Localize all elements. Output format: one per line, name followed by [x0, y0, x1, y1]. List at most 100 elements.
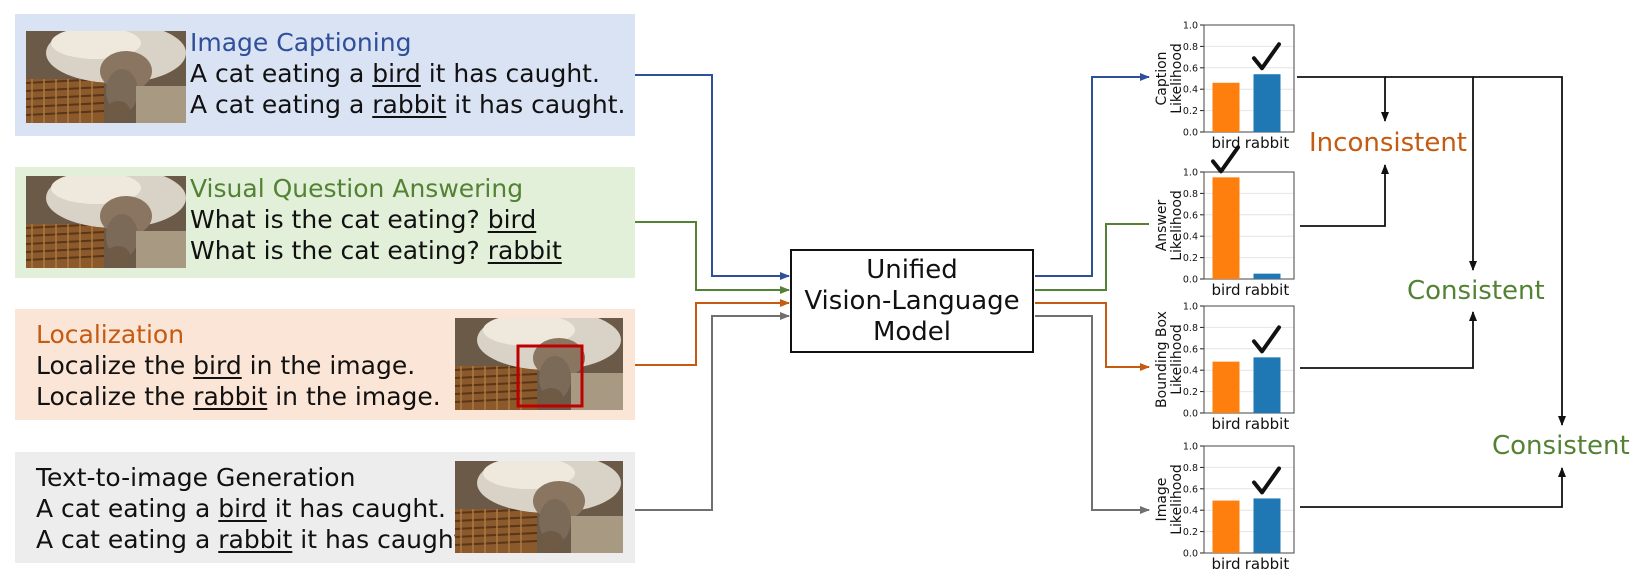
arrow-model-to-caption-chart [1035, 73, 1150, 277]
arrow-model-to-image-chart [1035, 315, 1150, 514]
bar-bird [1212, 177, 1240, 279]
y-axis-label: Caption [1154, 51, 1170, 105]
y-tick-label: 0.2 [1183, 527, 1198, 538]
y-tick-label: 0.8 [1183, 42, 1198, 53]
task-panel-vqa: Visual Question Answering What is the ca… [15, 167, 635, 278]
chart-frame [1203, 305, 1295, 414]
y-tick-label: 1.0 [1183, 168, 1198, 179]
answer-bird: bird [218, 494, 267, 523]
task-title: Text-to-image Generation [36, 463, 356, 492]
y-tick-label: 0.4 [1183, 366, 1198, 377]
bar-bird [1212, 82, 1240, 132]
y-tick-label: 0.6 [1183, 484, 1198, 495]
arrow-localization-to-model [635, 299, 790, 366]
answer-bird: bird [372, 59, 421, 88]
task-title: Visual Question Answering [190, 174, 524, 203]
y-tick-label: 0.2 [1183, 387, 1198, 398]
y-tick-label: 0.0 [1183, 275, 1198, 286]
localize-line-rabbit: Localize the rabbit in the image. [36, 382, 441, 411]
y-axis-label: Likelihood [1169, 464, 1185, 535]
x-tick-label-rabbit: rabbit [1245, 281, 1290, 299]
x-tick-label-rabbit: rabbit [1245, 555, 1290, 573]
bar-rabbit [1253, 74, 1281, 132]
unified-model-box: Unified Vision-Language Model [790, 249, 1034, 353]
connector-caption-to-consistent-1 [1385, 76, 1477, 271]
y-tick-label: 0.0 [1183, 549, 1198, 560]
answer-bird: bird [487, 205, 537, 234]
bar-rabbit [1253, 498, 1281, 553]
bar-bird [1212, 500, 1240, 553]
x-tick-label-bird: bird [1211, 281, 1240, 299]
caption-line-rabbit: A cat eating a rabbit it has caught. [190, 90, 626, 119]
y-tick-label: 0.0 [1183, 409, 1198, 420]
y-tick-label: 0.6 [1183, 344, 1198, 355]
connector-answer-to-inconsistent [1300, 164, 1389, 227]
verdict-inconsistent: Inconsistent [1309, 128, 1468, 158]
check-mark-icon [1211, 145, 1240, 174]
connector-image-to-consistent-2 [1300, 467, 1566, 508]
answer-rabbit: rabbit [372, 90, 447, 119]
task-title: Localization [36, 320, 185, 349]
connector-bbox-to-consistent-1 [1300, 311, 1477, 369]
connector-caption-to-consistent-2 [1473, 76, 1566, 426]
arrow-model-to-answer-chart [1035, 223, 1149, 291]
cat-photo-thumbnail [455, 318, 623, 410]
task-panel-t2i: Text-to-image Generation A cat eating a … [15, 452, 635, 563]
y-axis-label: Bounding Box [1154, 311, 1170, 408]
model-label-line-3: Model [872, 316, 952, 347]
y-tick-label: 0.2 [1183, 106, 1198, 117]
connector-caption-to-inconsistent [1297, 76, 1389, 122]
y-axis-label: Likelihood [1169, 190, 1185, 261]
cat-photo-thumbnail [26, 176, 186, 268]
caption-line-bird: A cat eating a bird it has caught. [190, 59, 600, 88]
task-panel-captioning: Image Captioning A cat eating a bird it … [15, 14, 635, 136]
x-tick-label-bird: bird [1211, 555, 1240, 573]
answer-bird: bird [193, 351, 242, 380]
arrow-captioning-to-model [635, 74, 790, 280]
chart-frame [1203, 445, 1295, 554]
y-tick-label: 0.6 [1183, 63, 1198, 74]
chart-frame [1203, 171, 1295, 280]
y-axis-label: Likelihood [1169, 43, 1185, 114]
vqa-line-rabbit: What is the cat eating? rabbit [190, 236, 562, 265]
y-axis-label: Image [1154, 478, 1170, 522]
cat-photo-thumbnail [455, 461, 623, 553]
arrow-t2i-to-model [635, 312, 790, 511]
verdict-consistent-1: Consistent [1407, 276, 1545, 306]
arrow-vqa-to-model [635, 221, 790, 294]
answer-rabbit: rabbit [193, 382, 268, 411]
x-tick-label-rabbit: rabbit [1245, 415, 1290, 433]
x-tick-label-bird: bird [1211, 415, 1240, 433]
prompt-line-bird: A cat eating a bird it has caught. [36, 494, 446, 523]
y-tick-label: 1.0 [1183, 442, 1198, 453]
check-mark-icon [1252, 42, 1281, 71]
localize-line-bird: Localize the bird in the image. [36, 351, 416, 380]
y-tick-label: 0.2 [1183, 253, 1198, 264]
check-mark-icon [1252, 325, 1281, 354]
y-tick-label: 0.8 [1183, 323, 1198, 334]
answer-rabbit: rabbit [218, 525, 293, 554]
y-tick-label: 0.0 [1183, 128, 1198, 139]
y-tick-label: 1.0 [1183, 21, 1198, 32]
vqa-line-bird: What is the cat eating? bird [190, 205, 537, 234]
y-tick-label: 0.4 [1183, 506, 1198, 517]
bar-rabbit [1253, 357, 1281, 413]
y-axis-label: Answer [1154, 199, 1170, 251]
bar-bird [1212, 361, 1240, 413]
y-tick-label: 0.8 [1183, 463, 1198, 474]
x-tick-label-rabbit: rabbit [1245, 134, 1290, 152]
prompt-line-rabbit: A cat eating a rabbit it has caught. [36, 525, 472, 554]
y-tick-label: 0.8 [1183, 189, 1198, 200]
model-label-line-1: Unified [866, 254, 958, 285]
task-panel-localization: Localization Localize the bird in the im… [15, 309, 635, 420]
y-tick-label: 0.4 [1183, 85, 1198, 96]
verdict-consistent-2: Consistent [1492, 431, 1630, 461]
answer-rabbit: rabbit [487, 236, 562, 265]
bounding-box-overlay [516, 344, 584, 408]
